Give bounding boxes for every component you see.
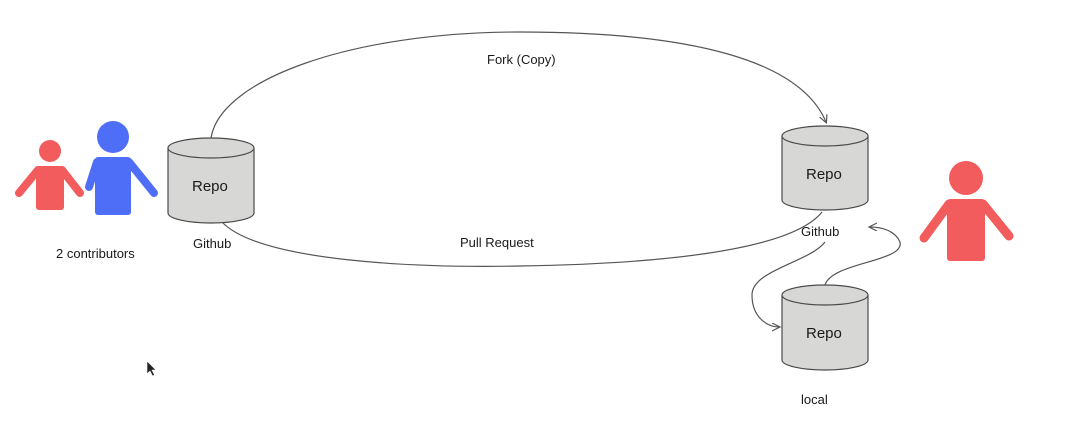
cursor-icon [146,360,157,377]
local-label: local [801,392,828,407]
repo-right-label: Repo [806,166,842,183]
person-icon-red-large [919,161,1014,261]
push-edge [824,227,901,286]
contributors-label: 2 contributors [56,246,135,261]
repo-cylinder-left [167,137,255,224]
repo-local-label: Repo [806,325,842,342]
clone-edge [751,241,826,327]
fork-label: Fork (Copy) [487,52,556,67]
person-icon-red-small [15,140,84,210]
github-left-label: Github [193,236,232,251]
github-right-label: Github [801,224,840,239]
person-icon-blue [85,121,158,215]
repo-cylinder-local [781,284,869,371]
pull-request-edge [221,211,823,267]
repo-left-label: Repo [192,178,228,195]
pull-request-label: Pull Request [460,235,534,250]
fork-edge [210,31,826,139]
repo-cylinder-right [781,125,869,211]
